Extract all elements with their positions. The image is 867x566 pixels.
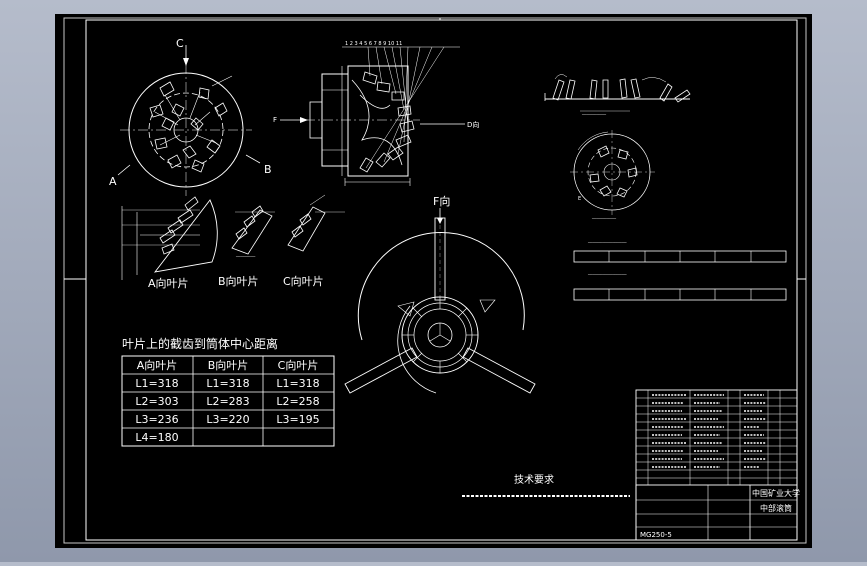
table-cell: L1=318 [135,377,178,390]
drawing-number: MG250-5 [640,531,672,539]
table-cell: L3=220 [206,413,249,426]
f-direction-view: F向 [344,194,536,394]
development-view: ────────── E ────────── [544,74,691,221]
svg-text:──────────: ────────── [591,216,617,221]
blade-c-label: C向叶片 [283,274,324,288]
view-c-drum-end: C A B [109,37,272,196]
table-cell: L1=318 [206,377,249,390]
technical-requirements: 技术要求 [462,473,630,497]
svg-text:────────: ──────── [235,254,256,259]
table-cell: L2=258 [276,395,319,408]
svg-text:────────────────: ──────────────── [587,240,627,245]
table-header-c: C向叶片 [278,358,319,372]
table-header-b: B向叶片 [208,358,249,372]
outer-border [63,17,807,544]
table-cell: L3=236 [135,413,178,426]
svg-text:1 2 3 4 5 6 7 8 9 10 11: 1 2 3 4 5 6 7 8 9 10 11 [345,41,402,47]
inner-border [85,19,798,541]
tech-title: 技术要求 [514,473,554,486]
company-name: 中国矿业大学 [752,488,800,498]
svg-text:────────────────: ──────────────── [587,272,627,277]
main-section-view: 1 2 3 4 5 6 7 8 9 10 11 F D向 [273,41,479,186]
table-cell: L1=318 [276,377,319,390]
distance-table-grid: A向叶片 B向叶片 C向叶片 L1=318 L1=318 L1=318 L2=3… [121,355,335,447]
title-block: 中国矿业大学 中部滚筒 MG250-5 [635,389,800,541]
view-a-label: A [109,175,117,188]
blade-views: ──────── A向叶片 B向叶片 C向叶片 [121,194,345,290]
table-cell: L3=195 [276,413,319,426]
table-cell: L2=283 [206,395,249,408]
drawing-name: 中部滚筒 [760,503,792,513]
view-d-label: D向 [467,120,479,129]
table-header-a: A向叶片 [137,358,178,372]
table-cell: L2=303 [135,395,178,408]
svg-text:──────────: ────────── [581,112,607,117]
view-f-title: F向 [433,194,450,208]
blade-a-label: A向叶片 [148,276,189,290]
table-cell: L4=180 [135,431,178,444]
right-distance-tables: ──────────────── ──────────────── [573,240,787,301]
view-c-label: C [176,37,184,50]
view-b-label: B [264,163,272,176]
distance-table: 叶片上的截齿到筒体中心距离 A向叶片 B向叶片 C向叶片 L1=318 L1=3… [121,336,335,447]
svg-text:E: E [578,196,581,202]
distance-table-title: 叶片上的截齿到筒体中心距离 [122,336,278,351]
blade-b-label: B向叶片 [218,274,259,288]
view-f-arrow: F [273,116,277,124]
drawing-background [55,14,812,548]
